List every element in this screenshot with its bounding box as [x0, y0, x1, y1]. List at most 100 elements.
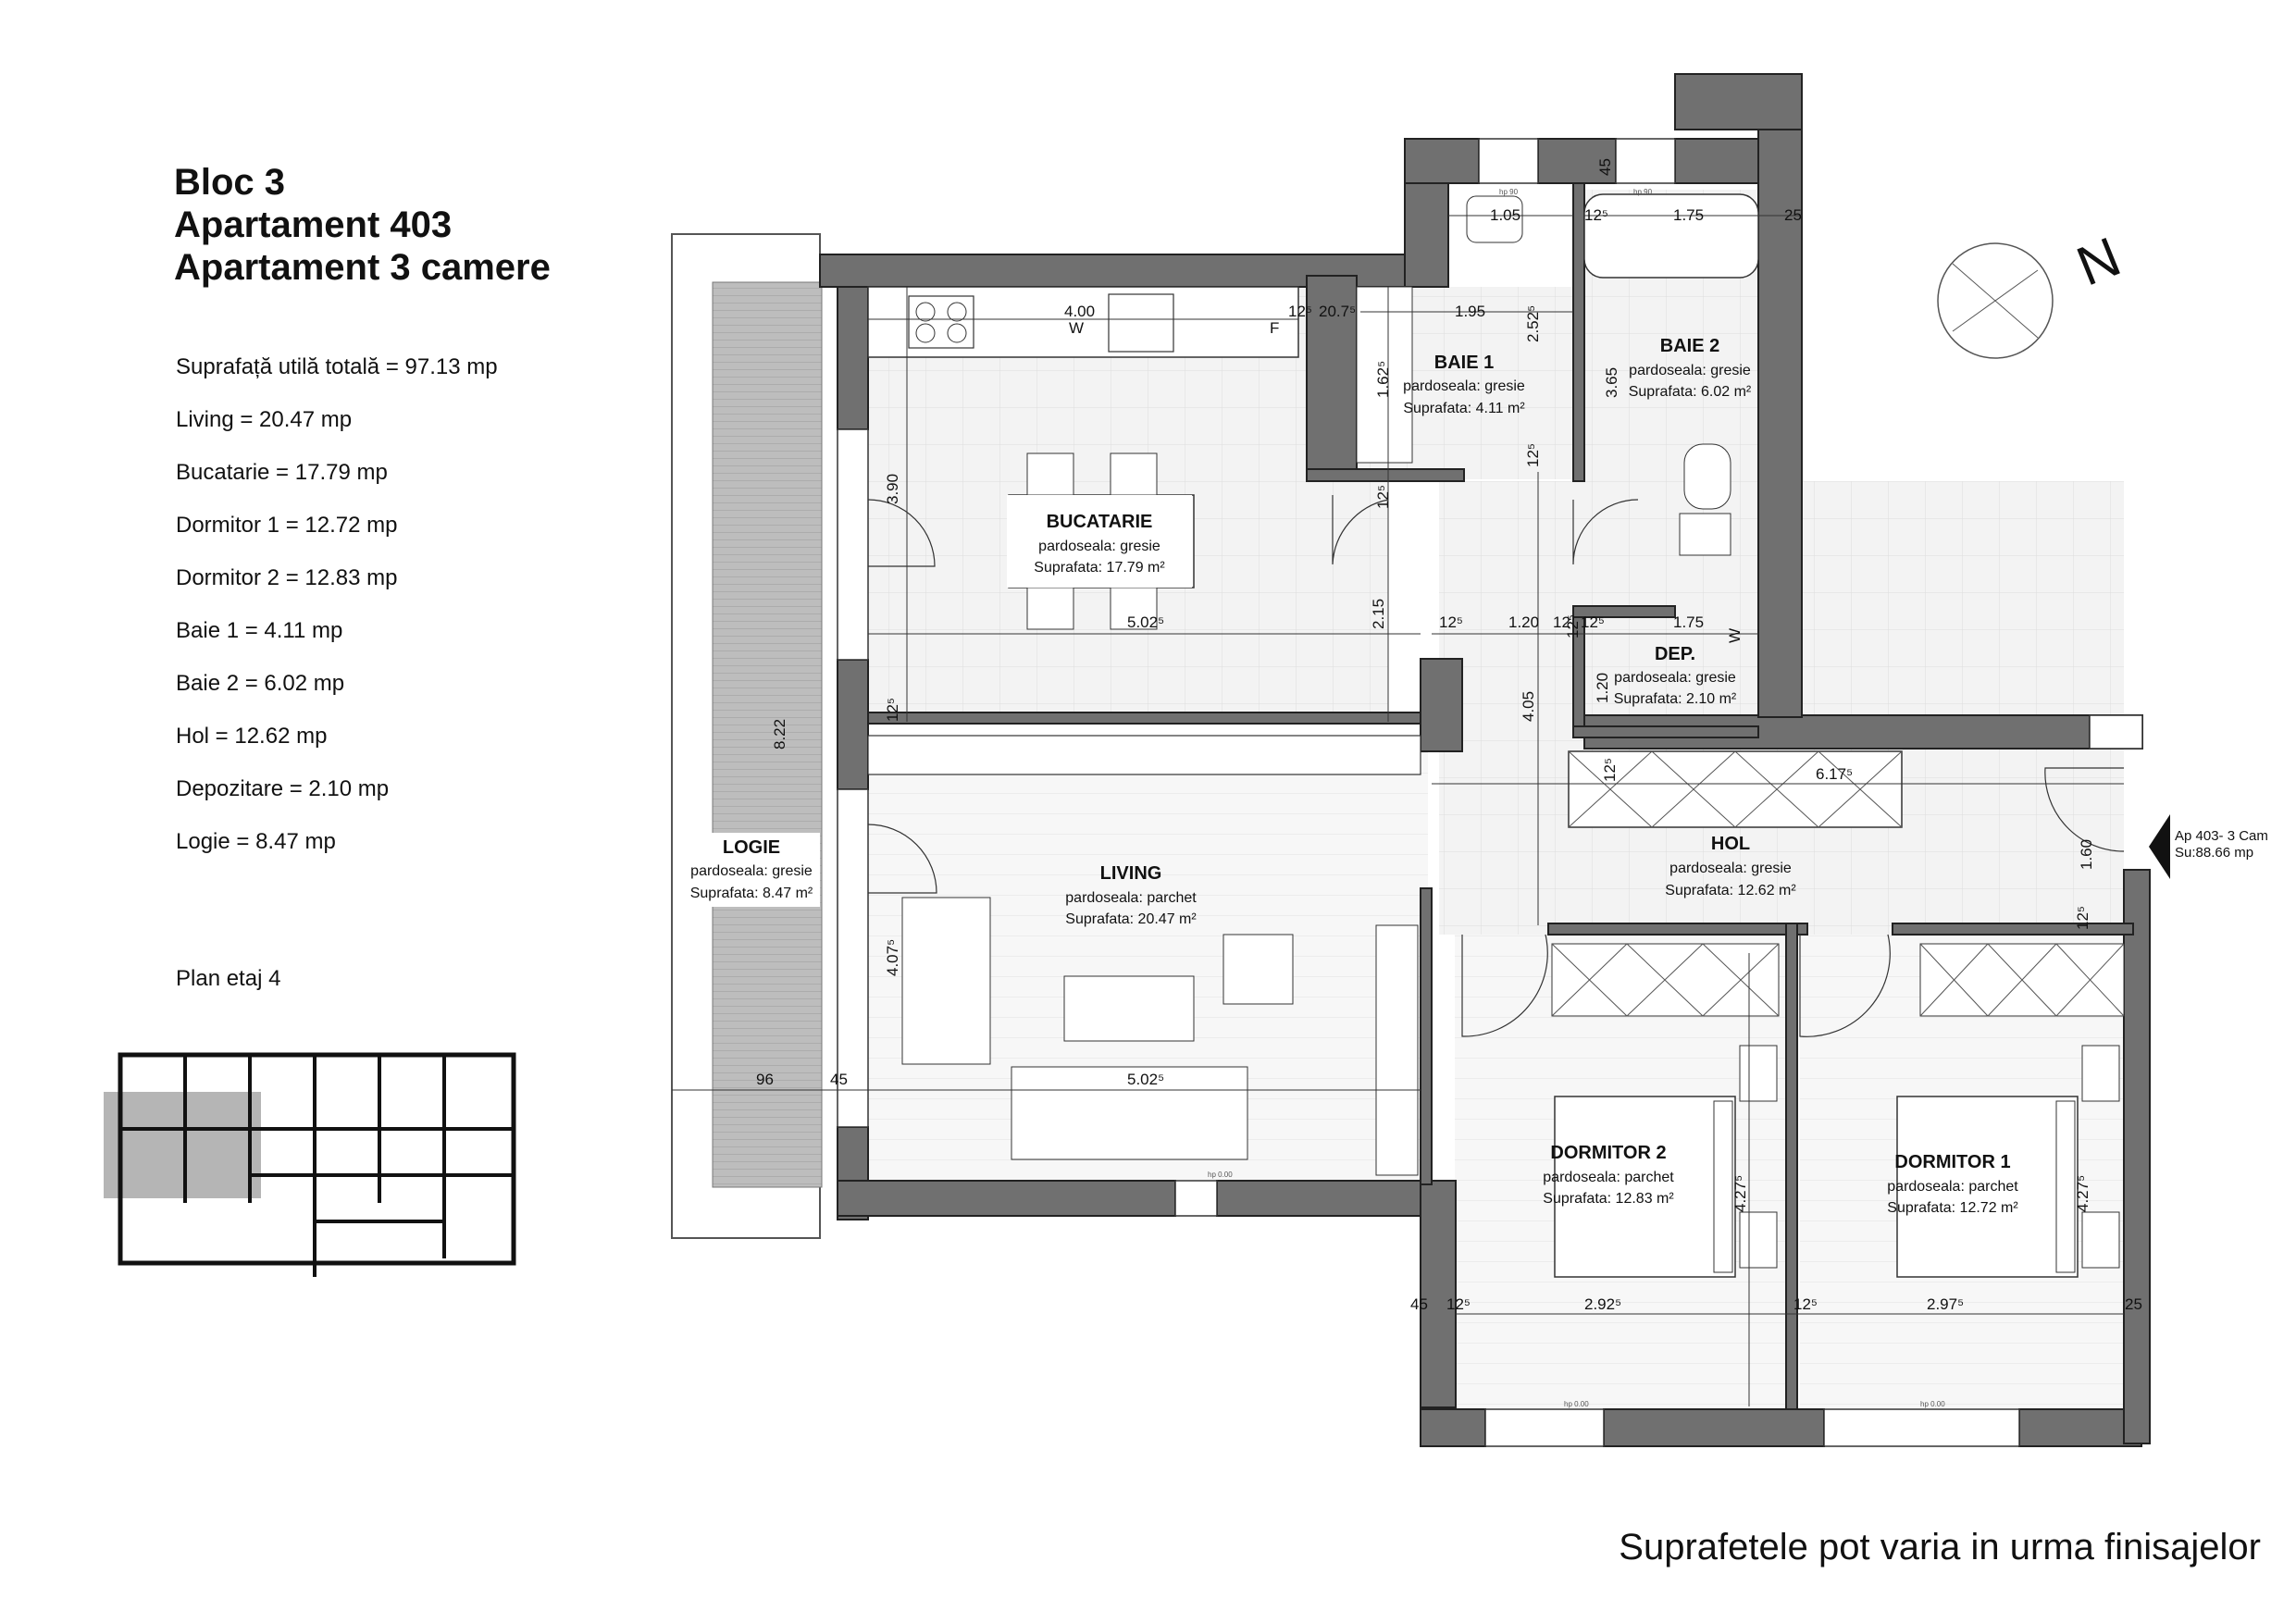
room-floor-living: pardoseala: parchet [1065, 890, 1197, 906]
cooktop [908, 295, 974, 349]
dim-label: 1.75 [1673, 206, 1704, 224]
wall [1306, 468, 1465, 482]
window-tag: hp 0.00 [1920, 1400, 1945, 1408]
room-area-living: Suprafata: 20.47 m² [1065, 911, 1197, 927]
entry-arrow [2149, 814, 2170, 879]
room-name-kitchen: BUCATARIE [1047, 512, 1153, 532]
shower-bath1 [1356, 286, 1413, 464]
doors [867, 495, 2125, 1037]
dim-label: 12⁵ [1564, 614, 1582, 638]
dim-label: 4.27⁵ [2074, 1175, 2091, 1212]
chair [1026, 452, 1074, 496]
dim-label: 12⁵ [1288, 303, 1312, 320]
dim-label: 4.27⁵ [1731, 1175, 1749, 1212]
dim-label: 96 [756, 1071, 774, 1088]
area-item: Baie 1 = 4.11 mp [176, 618, 343, 643]
window [2089, 714, 2143, 750]
window-tag: hp 0.00 [1564, 1400, 1589, 1408]
dim-label: 8.22 [771, 719, 788, 750]
door-swing [867, 499, 936, 567]
dim-label: 1.20 [1508, 613, 1539, 631]
storage-shelves [1375, 924, 1419, 1176]
key-plan-highlight [104, 1092, 261, 1198]
room-area-bath2: Suprafata: 6.02 m² [1629, 384, 1752, 400]
dim-label: 2.97⁵ [1927, 1295, 1964, 1313]
apartment-number: Apartament 403 [174, 204, 453, 245]
room-area-bedroom2: Suprafata: 12.83 m² [1543, 1191, 1674, 1207]
dim-label: 1.05 [1490, 206, 1520, 224]
wall [1420, 1408, 1486, 1447]
key-plan [104, 1052, 516, 1277]
fridge-mark: F [1270, 319, 1279, 337]
dim-label: 4.05 [1520, 691, 1537, 722]
hall-wardrobe [1568, 750, 1903, 828]
pillows-bed2 [1713, 1100, 1733, 1273]
window [837, 788, 869, 1128]
toilet-bath2 [1683, 443, 1731, 510]
kitchen-sink [1108, 293, 1174, 353]
wall [1404, 138, 1480, 184]
chair [1110, 587, 1158, 630]
room-area-logia: Suprafata: 8.47 m² [690, 886, 813, 901]
armchair [901, 897, 991, 1065]
dim-label: 3.65 [1603, 367, 1620, 398]
wall [1674, 138, 1759, 184]
dim-label: 20.7⁵ [1319, 303, 1356, 320]
room-labels: BUCATARIE pardoseala: gresie Suprafata: … [683, 336, 2018, 1216]
wall [1674, 73, 1803, 130]
window-tag: hp 90 [1633, 188, 1653, 196]
wall [867, 712, 1421, 725]
room-floor-storage: pardoseala: gresie [1614, 670, 1736, 686]
door-swing [2044, 767, 2125, 852]
window-tag: hp 0.00 [1208, 1171, 1233, 1179]
bed1 [1896, 1096, 2079, 1278]
wall [1892, 923, 2134, 935]
room-floor-kitchen: pardoseala: gresie [1038, 539, 1160, 554]
apartment-type: Apartament 3 camere [174, 247, 551, 288]
room-floor-hall: pardoseala: gresie [1669, 861, 1792, 876]
tv-unit [867, 735, 1421, 775]
disclaimer: Suprafetele pot varia in urma finisajelo… [1619, 1527, 2261, 1567]
total-area: Suprafață utilă totală = 97.13 mp [176, 354, 498, 379]
dim-label: 1.75 [1673, 613, 1704, 631]
dim-label: 25 [1784, 206, 1802, 224]
dim-label: 12⁵ [1524, 443, 1542, 467]
washer-mark: W [1069, 319, 1084, 337]
dim-label: 12⁵ [1374, 485, 1392, 509]
compass [1937, 242, 2054, 359]
dim-label: 45 [1410, 1295, 1428, 1313]
room-name-living: LIVING [1100, 863, 1162, 884]
room-floor-bedroom1: pardoseala: parchet [1887, 1179, 2018, 1195]
area-item: Logie = 8.47 mp [176, 829, 336, 854]
dim-label: 2.15 [1370, 599, 1387, 629]
wall [1216, 1180, 1435, 1217]
door-swing [1572, 499, 1639, 565]
entry-tag-line1: Ap 403- 3 Cam [2175, 828, 2268, 844]
dim-label: 1.62⁵ [1374, 361, 1392, 398]
wall [1420, 887, 1433, 1185]
door-swing [1799, 934, 1891, 1037]
compass-circle [1937, 242, 2054, 359]
coffee-table [1063, 975, 1195, 1042]
wall [1547, 923, 1808, 935]
key-plan-building [118, 1052, 516, 1266]
title-block: Bloc 3 Apartament 403 Apartament 3 camer… [174, 161, 551, 289]
room-area-hall: Suprafata: 12.62 m² [1665, 883, 1796, 898]
room-area-kitchen: Suprafata: 17.79 m² [1034, 560, 1165, 576]
area-item: Baie 2 = 6.02 mp [176, 671, 345, 696]
area-item: Living = 20.47 mp [176, 407, 353, 432]
room-floor-logia: pardoseala: gresie [690, 863, 813, 879]
dim-label: 45 [830, 1071, 848, 1088]
room-name-bedroom2: DORMITOR 2 [1550, 1143, 1666, 1163]
dim-label: 12⁵ [884, 698, 901, 722]
room-name-hall: HOL [1711, 834, 1750, 854]
room-floor-bedroom2: pardoseala: parchet [1543, 1170, 1674, 1185]
wall [1785, 923, 1798, 1410]
nightstand [2081, 1045, 2120, 1102]
block-name: Bloc 3 [174, 162, 286, 203]
dim-label: 4.00 [1064, 303, 1095, 320]
window-tag: hp 90 [1499, 188, 1519, 196]
dim-label: 25 [2125, 1295, 2142, 1313]
pillows-bed1 [2055, 1100, 2076, 1273]
